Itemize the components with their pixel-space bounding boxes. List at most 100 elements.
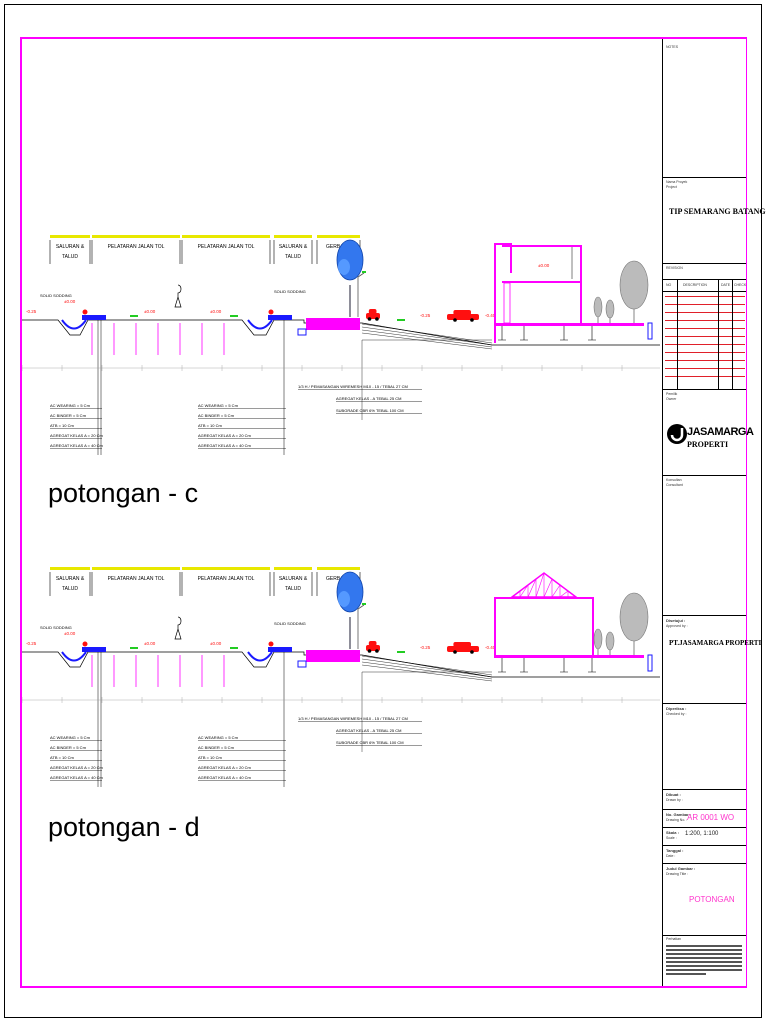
pavement-layer-note-mid: AGREGAT KELAS A = 20 Cm — [198, 433, 252, 438]
zone-marker — [317, 567, 360, 570]
road-structure-note: AGREGAT KELAS - A TEBAL 25 CM — [336, 396, 401, 401]
zone-label: GERBANG — [326, 244, 351, 250]
drawing-title: POTONGAN — [689, 895, 735, 904]
building-wall — [580, 245, 582, 325]
pavement-layer-note-mid: AC BINDER = 5 Cm — [198, 745, 235, 750]
gate-plaza-slab — [306, 318, 360, 330]
tree-blue-leaf — [338, 591, 350, 607]
truss-member — [511, 590, 521, 598]
rev-col-check: CHECK — [734, 283, 747, 287]
zone-marker — [50, 567, 90, 570]
building-wall — [592, 597, 594, 657]
disclaimer-line — [666, 965, 742, 967]
foundation-icon — [560, 326, 568, 341]
disclaimer-line — [666, 961, 742, 963]
revision-label: REVISION — [666, 266, 683, 270]
company-name: PT.JASAMARGA PROPERTI — [669, 639, 762, 647]
revision-row-line — [665, 336, 745, 337]
pavement-layer-note-left: AC WEARING = 5 Cm — [50, 735, 91, 740]
pavement-edge — [268, 647, 292, 652]
revision-row-line — [665, 376, 745, 377]
pavement-layer-note-left: ATB = 10 Cm — [50, 423, 74, 428]
pavement-layer-note-left: AC WEARING = 5 Cm — [50, 403, 91, 408]
pavement-edge — [82, 647, 106, 652]
tree-gray-icon — [605, 299, 615, 319]
green-mark — [397, 319, 405, 321]
lamp-post-icon — [357, 604, 365, 649]
zone-label: SALURAN & — [279, 576, 308, 582]
pavement-layer-note-mid: ATB = 10 Cm — [198, 423, 222, 428]
zone-label: GERBANG — [326, 576, 351, 582]
pavement-layer-note-mid: ATB = 10 Cm — [198, 755, 222, 760]
zone-marker — [50, 235, 90, 238]
building-parapet — [494, 243, 512, 245]
median-lamp-icon — [174, 284, 182, 308]
zone-marker — [182, 567, 270, 570]
foundation-icon — [498, 658, 506, 673]
project-name-label: Nama Proyek — [666, 180, 688, 184]
rev-col-date: DATE — [721, 283, 731, 287]
car-wheel — [470, 318, 474, 322]
approved-sub: Approved by : — [666, 624, 688, 628]
solid-sodding-label: SOLID SODDING — [274, 289, 306, 294]
car-roof — [453, 310, 471, 315]
revision-row-line — [665, 344, 745, 345]
scale-label: Skala : — [666, 830, 679, 835]
revision-row-line — [665, 304, 745, 305]
building-beam — [494, 597, 594, 599]
disclaimer-line — [666, 953, 742, 955]
road-layer-line — [361, 326, 493, 346]
elevation-label: -0.25 — [420, 313, 431, 318]
right-edge-box — [647, 654, 653, 672]
car-wheel — [367, 317, 372, 321]
truss-member — [551, 584, 561, 598]
revision-row-line — [665, 320, 745, 321]
marker-dot — [268, 641, 274, 647]
elevation-label: ±0.00 — [144, 309, 156, 314]
drawing-no-label: No. Gambar : — [666, 812, 692, 817]
car-wheel — [453, 318, 457, 322]
pavement-layer-note-left: AGREGAT KELAS A = 20 Cm — [50, 765, 104, 770]
date-sub: Date : — [666, 854, 676, 858]
revision-row-line — [665, 312, 745, 313]
scale-sub: Scale : — [666, 836, 677, 840]
pavement-layer-note-left: AC BINDER = 5 Cm — [50, 413, 87, 418]
drawing-no: AR 0001 WO — [687, 813, 735, 822]
owner-sub: Owner — [666, 397, 677, 401]
truss-member — [519, 584, 529, 598]
car-wheel — [367, 649, 372, 653]
tree-gray-icon — [619, 260, 649, 310]
solid-sodding-label: SOLID SODDING — [274, 621, 306, 626]
green-mark — [397, 651, 405, 653]
green-mark — [130, 647, 138, 649]
road-layer-line — [361, 658, 493, 678]
green-mark — [230, 647, 238, 649]
jasamarga-logo-icon — [667, 424, 687, 444]
building-slab — [502, 281, 580, 283]
section-d-caption: potongan - d — [48, 812, 200, 842]
tree-gray-icon — [593, 296, 603, 318]
elevation-label: -0.40 — [485, 645, 496, 650]
drawing-sheet-border — [20, 37, 747, 988]
pavement-layer-note-left: AC BINDER = 5 Cm — [50, 745, 87, 750]
section-c-caption: potongan - c — [48, 478, 199, 508]
page-frame — [4, 4, 762, 1018]
notes-label: NOTES — [666, 45, 679, 49]
disclaimer-line — [666, 957, 742, 959]
disclaimer-line — [666, 973, 706, 975]
tree-blue-icon — [336, 239, 364, 281]
pavement-layer-note-left: ATB = 10 Cm — [50, 755, 74, 760]
pavement-layer-note-mid: AGREGAT KELAS A = 20 Cm — [198, 765, 252, 770]
foundation-icon — [520, 658, 528, 673]
revision-row-line — [665, 352, 745, 353]
lamp-post-icon — [357, 272, 365, 317]
zone-marker — [92, 567, 180, 570]
zone-label: SALURAN & — [279, 244, 308, 250]
truss-member — [527, 578, 537, 598]
pavement-layer-note-mid: AGREGAT KELAS A = 40 Cm — [198, 775, 252, 780]
checked-sub: Checked by : — [666, 712, 687, 716]
building-roof — [502, 245, 582, 247]
elevation-label: ±0.00 — [210, 641, 222, 646]
